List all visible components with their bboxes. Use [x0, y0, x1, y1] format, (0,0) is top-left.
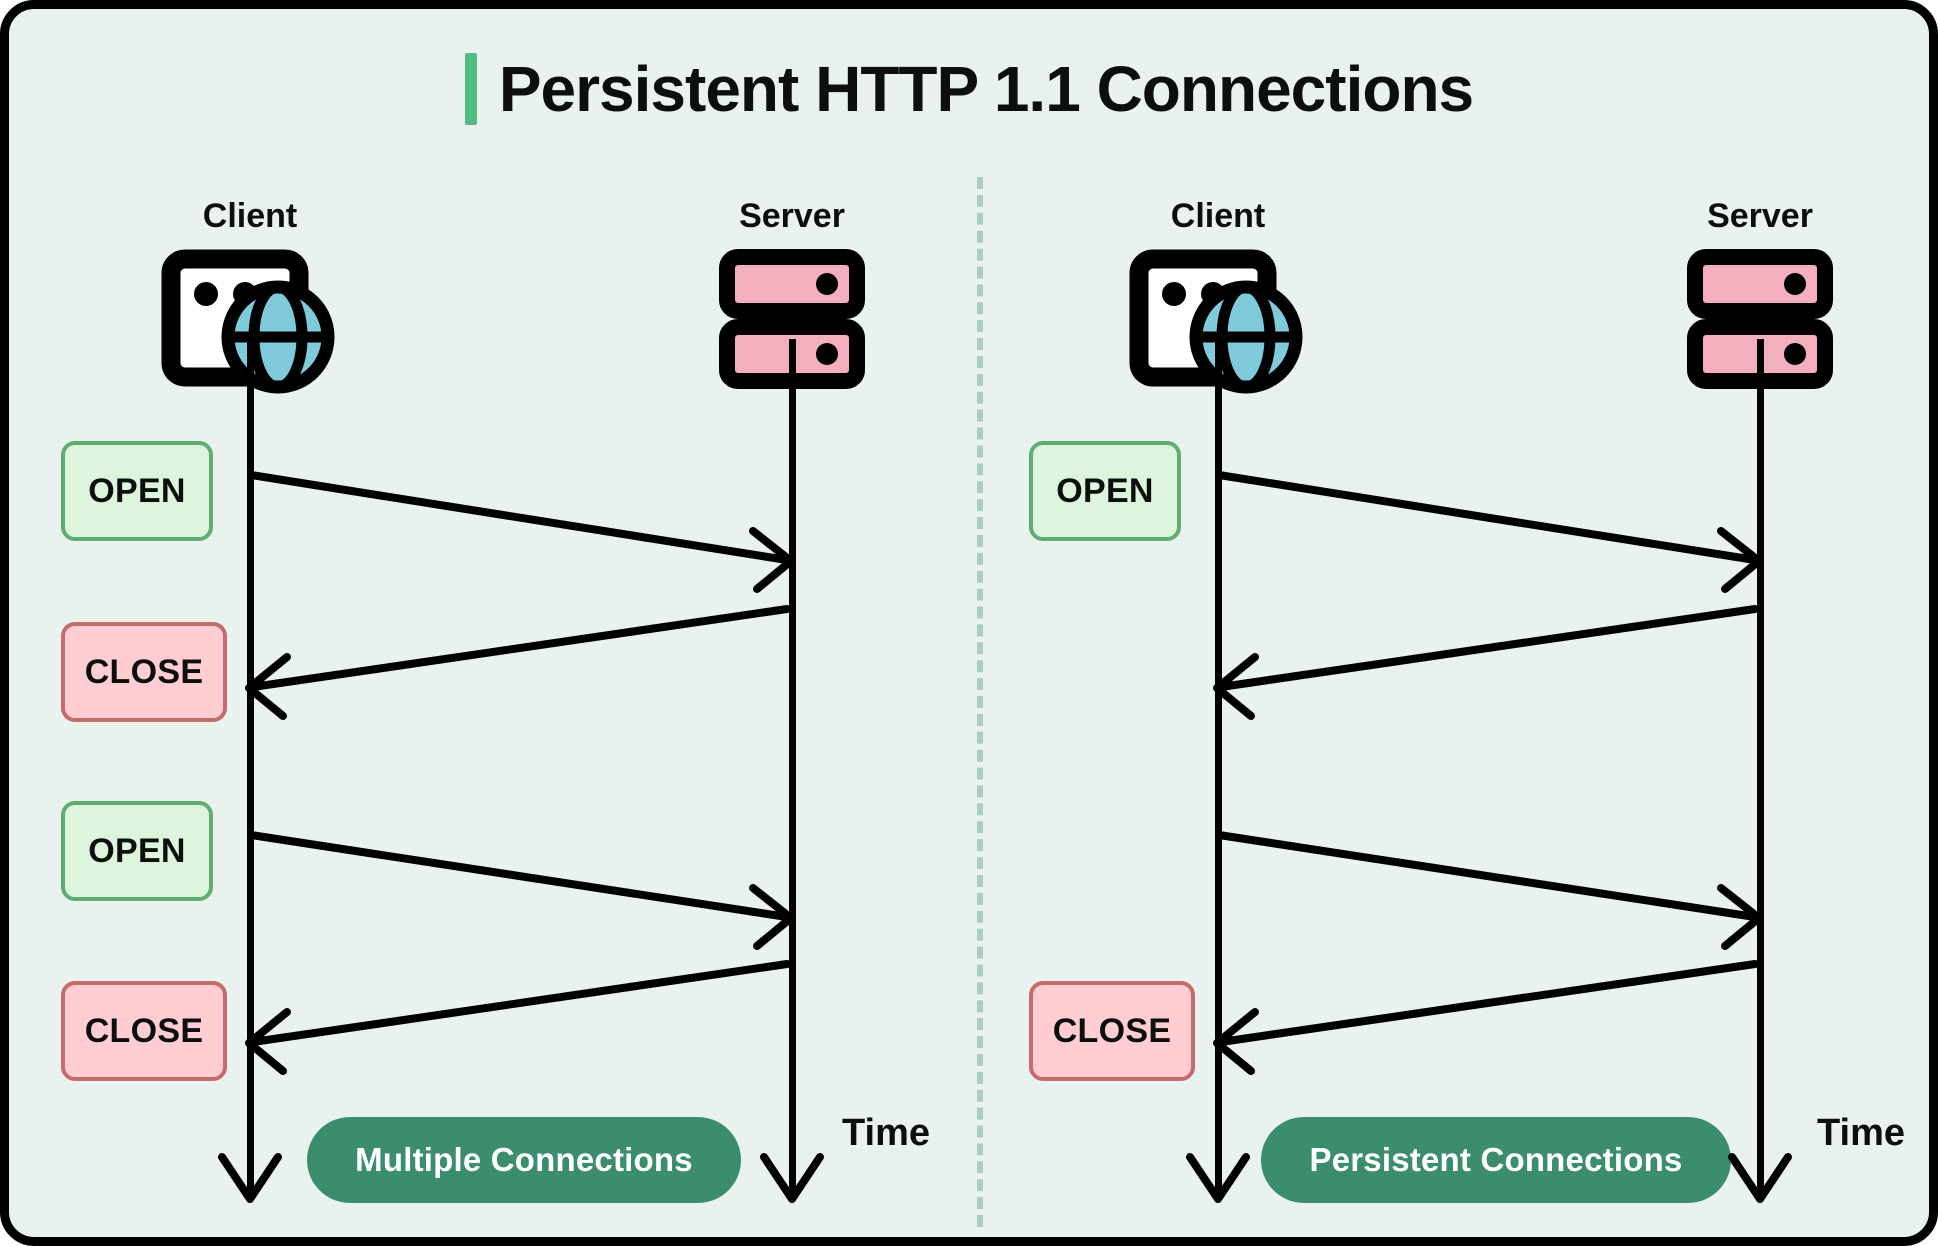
left-server-lifeline — [789, 339, 796, 1199]
right-message-request-1 — [1215, 471, 1763, 593]
right-server-lifeline — [1757, 339, 1764, 1199]
server-rack-icon — [719, 249, 865, 389]
left-badge-close-1[interactable]: CLOSE — [61, 622, 227, 722]
left-client-label: Client — [202, 197, 298, 235]
left-message-request-1 — [247, 471, 795, 593]
right-client-actor: Client — [1103, 199, 1333, 394]
browser-globe-icon — [161, 249, 335, 394]
title-accent-bar — [464, 53, 477, 125]
left-client-actor: Client — [135, 199, 365, 394]
left-badge-close-2[interactable]: CLOSE — [61, 981, 227, 1081]
left-badge-open-2[interactable]: OPEN — [61, 801, 213, 901]
right-client-lifeline — [1215, 339, 1222, 1199]
right-message-request-2 — [1215, 831, 1763, 950]
panel-divider — [977, 177, 983, 1227]
left-message-response-2 — [245, 960, 791, 1075]
right-server-label: Server — [1707, 197, 1813, 235]
right-message-response-2 — [1213, 960, 1759, 1075]
message-arrows — [218, 471, 1792, 1203]
left-badge-open-1[interactable]: OPEN — [61, 441, 213, 541]
diagram-title: Persistent HTTP 1.1 Connections — [9, 39, 1929, 139]
left-server-label: Server — [739, 197, 845, 235]
left-time-label: Time — [842, 1112, 931, 1154]
left-message-response-1 — [245, 605, 791, 720]
title-text: Persistent HTTP 1.1 Connections — [498, 53, 1474, 125]
left-message-request-2 — [247, 831, 795, 950]
right-badge-open-1[interactable]: OPEN — [1029, 441, 1181, 541]
right-client-label: Client — [1170, 197, 1266, 235]
right-time-label: Time — [1817, 1112, 1906, 1154]
left-panel-caption[interactable]: Multiple Connections — [307, 1117, 741, 1203]
left-server-actor: Server — [677, 199, 907, 389]
right-panel-caption[interactable]: Persistent Connections — [1261, 1117, 1731, 1203]
right-message-response-1 — [1213, 605, 1759, 720]
left-client-lifeline — [247, 339, 254, 1199]
right-badge-close-1[interactable]: CLOSE — [1029, 981, 1195, 1081]
